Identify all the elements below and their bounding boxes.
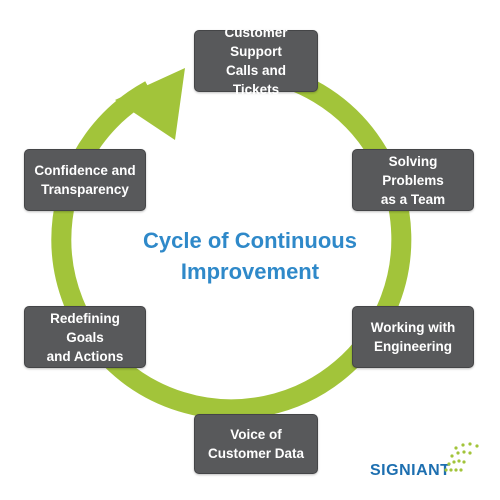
step-customer-support: Customer Support Calls and Tickets [194,25,318,97]
signiant-logo: SIGNIANT [370,440,490,490]
step-label: Working with Engineering [370,320,456,354]
step-voice-of-customer-data: Voice of Customer Data [194,414,318,474]
step-label: Redefining Goals and Actions [46,310,124,364]
step-redefining-goals: Redefining Goals and Actions [24,306,146,368]
step-label: Confidence and Transparency [34,163,136,197]
step-confidence-transparency: Confidence and Transparency [24,149,146,211]
step-label: Voice of Customer Data [207,427,305,461]
diagram-title: Cycle of Continuous Improvement [143,228,357,284]
cycle-ring-arc [51,60,412,420]
step-label: Customer Support Calls and Tickets [224,25,288,97]
step-working-with-engineering: Working with Engineering [352,306,474,368]
signal-waves-icon [444,442,479,472]
step-solving-problems: Solving Problems as a Team [352,149,474,211]
logo-text: SIGNIANT [370,462,451,479]
step-label: Solving Problems as a Team [380,153,446,207]
cycle-arrow-head [115,68,185,140]
